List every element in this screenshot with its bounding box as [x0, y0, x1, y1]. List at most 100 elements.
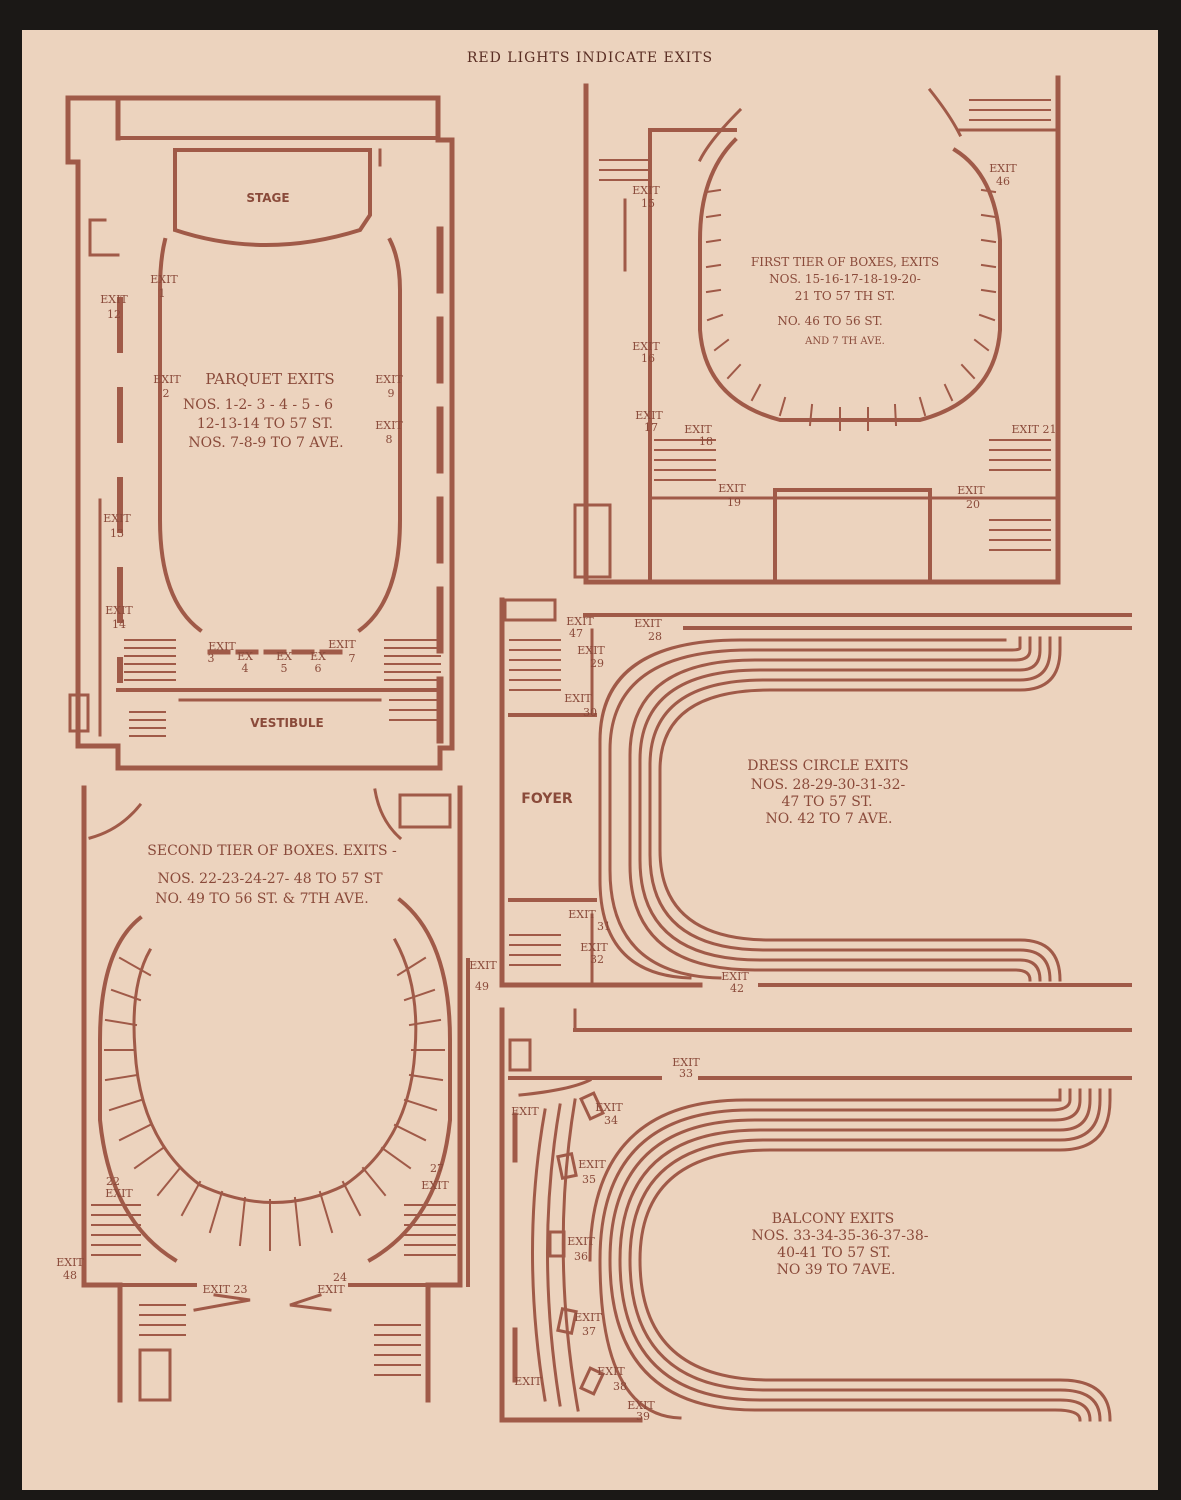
exit-19-number: 19	[727, 496, 741, 509]
parquet-caption-3: 12-13-14 TO 57 ST.	[197, 416, 333, 432]
exit-3-label: EXIT	[208, 640, 236, 653]
exit-48-label: EXIT	[56, 1256, 84, 1269]
exit-5-number: 5	[281, 662, 288, 675]
foyer-label: FOYER	[521, 791, 573, 807]
vestibule-label: VESTIBULE	[250, 716, 324, 730]
exit-38-number: 38	[613, 1380, 627, 1393]
exit-49-number: 49	[475, 980, 489, 993]
exit-6-number: 6	[315, 662, 322, 675]
first-tier-caption-4: NO. 46 TO 56 ST.	[777, 314, 882, 328]
exit-30-number: 30	[583, 706, 597, 719]
second-tier-plan	[81, 785, 470, 1403]
dress-circle-caption-4: NO. 42 TO 7 AVE.	[766, 811, 893, 827]
parquet-caption-2: NOS. 1-2- 3 - 4 - 5 - 6	[183, 397, 333, 413]
dress-circle-caption-2: NOS. 28-29-30-31-32-	[751, 777, 906, 793]
exit-42-label: EXIT	[721, 970, 749, 983]
exit-46-number: 46	[996, 175, 1010, 188]
parquet-plan	[65, 95, 455, 771]
exit-47-label: EXIT	[566, 615, 594, 628]
exit-39-number: 39	[636, 1410, 650, 1423]
second-tier-caption-2: NOS. 22-23-24-27- 48 TO 57 ST	[157, 871, 383, 887]
exit-3-number: 3	[208, 652, 215, 665]
exit-6-label: EX	[310, 650, 326, 663]
page-title: RED LIGHTS INDICATE EXITS	[466, 50, 714, 66]
exit-8-label: EXIT	[375, 419, 403, 432]
exit-2-label: EXIT	[153, 373, 181, 386]
exit-7-number: 7	[349, 652, 356, 665]
exit-16-label: EXIT	[632, 340, 660, 353]
exit-20-label: EXIT	[957, 484, 985, 497]
exit-14-label: EXIT	[105, 604, 133, 617]
exit-46-label: EXIT	[989, 162, 1017, 175]
exit-20-number: 20	[966, 498, 980, 511]
balcony-caption-3: 40-41 TO 57 ST.	[777, 1245, 891, 1261]
balcony-caption-1: BALCONY EXITS	[772, 1211, 894, 1227]
exit-31-number: 31	[597, 920, 611, 933]
second-tier-caption-1: SECOND TIER OF BOXES. EXITS -	[147, 843, 397, 859]
balcony-left-exit-top: EXIT	[511, 1105, 539, 1118]
exit-33-label: EXIT	[672, 1056, 700, 1069]
exit-32-number: 32	[590, 953, 604, 966]
exit-36-label: EXIT	[567, 1235, 595, 1248]
balcony-caption-4: NO 39 TO 7AVE.	[777, 1262, 896, 1278]
exit-17-number: 17	[644, 421, 658, 434]
exit-42-number: 42	[730, 982, 744, 995]
exit-35-number: 35	[582, 1173, 596, 1186]
exit-18-label: EXIT	[684, 423, 712, 436]
exit-27-number: 27	[430, 1162, 444, 1175]
exit-12-number: 12	[107, 308, 121, 321]
second-tier-caption-3: NO. 49 TO 56 ST. & 7TH AVE.	[155, 891, 368, 907]
exit-1-number: 1	[159, 287, 166, 300]
exit-17-label: EXIT	[635, 409, 663, 422]
exit-15-label: EXIT	[632, 184, 660, 197]
first-tier-caption-1: FIRST TIER OF BOXES, EXITS	[751, 255, 939, 269]
exit-13-number: 13	[110, 527, 124, 540]
exit-47-number: 47	[569, 627, 583, 640]
exit-27-label: EXIT	[421, 1179, 449, 1192]
exit-18-number: 18	[699, 435, 713, 448]
exit-48-number: 48	[63, 1269, 77, 1282]
first-tier-caption-2: NOS. 15-16-17-18-19-20-	[769, 272, 921, 286]
exit-30-label: EXIT	[564, 692, 592, 705]
exit-22-label: EXIT	[105, 1187, 133, 1200]
parquet-caption-1: PARQUET EXITS	[205, 370, 334, 388]
dress-circle-caption-3: 47 TO 57 ST.	[781, 794, 872, 810]
exit-32-label: EXIT	[580, 941, 608, 954]
stage-label: STAGE	[246, 191, 289, 205]
exit-31-label: EXIT	[568, 908, 596, 921]
first-tier-plan	[573, 75, 1061, 585]
balcony-left-exit-bottom: EXIT	[514, 1375, 542, 1388]
exit-16-number: 16	[641, 352, 655, 365]
balcony-caption-2: NOS. 33-34-35-36-37-38-	[752, 1228, 929, 1244]
exit-36-number: 36	[574, 1250, 588, 1263]
exit-24-label: EXIT	[317, 1283, 345, 1296]
exit-2-number: 2	[163, 387, 170, 400]
exit-29-label: EXIT	[577, 644, 605, 657]
exit-8-number: 8	[386, 433, 393, 446]
exit-34-number: 34	[604, 1114, 618, 1127]
exit-9-label: EXIT	[375, 373, 403, 386]
exit-19-label: EXIT	[718, 482, 746, 495]
exit-22-number: 22	[106, 1175, 120, 1188]
dress-circle-plan	[499, 597, 1132, 988]
exit-29-number: 29	[590, 657, 604, 670]
exit-12-label: EXIT	[100, 293, 128, 306]
exit-7-label: EXIT	[328, 638, 356, 651]
exit-9-number: 9	[388, 387, 395, 400]
first-tier-caption-5: AND 7 TH AVE.	[804, 336, 885, 347]
exit-21-label: EXIT 21	[1011, 423, 1056, 436]
exit-5-label: EX	[276, 650, 292, 663]
exit-37-label: EXIT	[574, 1311, 602, 1324]
exit-4-number: 4	[242, 662, 249, 675]
exit-23-label: EXIT 23	[202, 1283, 247, 1296]
exit-35-label: EXIT	[578, 1158, 606, 1171]
exit-13-label: EXIT	[103, 512, 131, 525]
exit-49-label: EXIT	[469, 959, 497, 972]
exit-1-label: EXIT	[150, 273, 178, 286]
dress-circle-caption-1: DRESS CIRCLE EXITS	[747, 758, 908, 774]
exit-38-label: EXIT	[597, 1365, 625, 1378]
exit-14-number: 14	[112, 618, 126, 631]
exit-24-number: 24	[333, 1271, 347, 1284]
exit-28-label: EXIT	[634, 617, 662, 630]
